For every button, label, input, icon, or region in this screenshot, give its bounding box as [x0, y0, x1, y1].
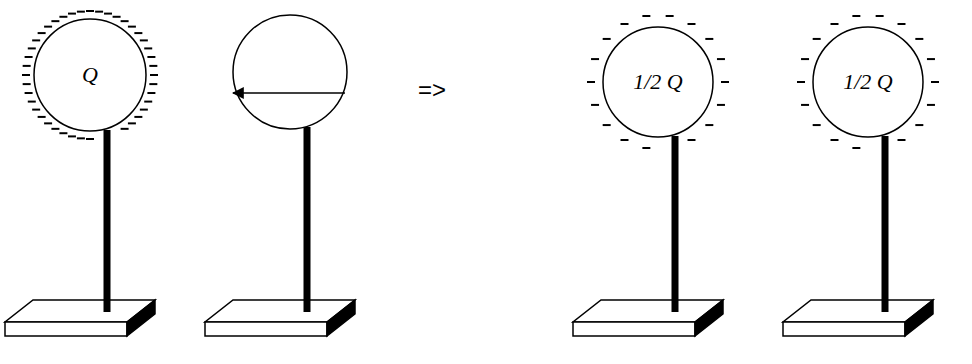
charge-value: Q — [82, 62, 98, 88]
charge-value: 1/2 Q — [843, 69, 893, 95]
stand — [205, 127, 355, 336]
charged-sphere: Q — [33, 18, 147, 132]
charge-marks — [587, 16, 729, 148]
stand — [783, 136, 933, 336]
charged-sphere: 1/2 Q — [812, 26, 924, 138]
stand — [573, 136, 723, 336]
stand — [5, 130, 155, 336]
implies-sign: => — [418, 76, 446, 104]
charged-sphere: 1/2 Q — [602, 26, 714, 138]
neutral-sphere — [233, 15, 347, 129]
charge-marks — [797, 16, 939, 148]
charge-marks — [22, 11, 158, 139]
motion-arrow — [233, 92, 345, 94]
charge-value: 1/2 Q — [633, 69, 683, 95]
